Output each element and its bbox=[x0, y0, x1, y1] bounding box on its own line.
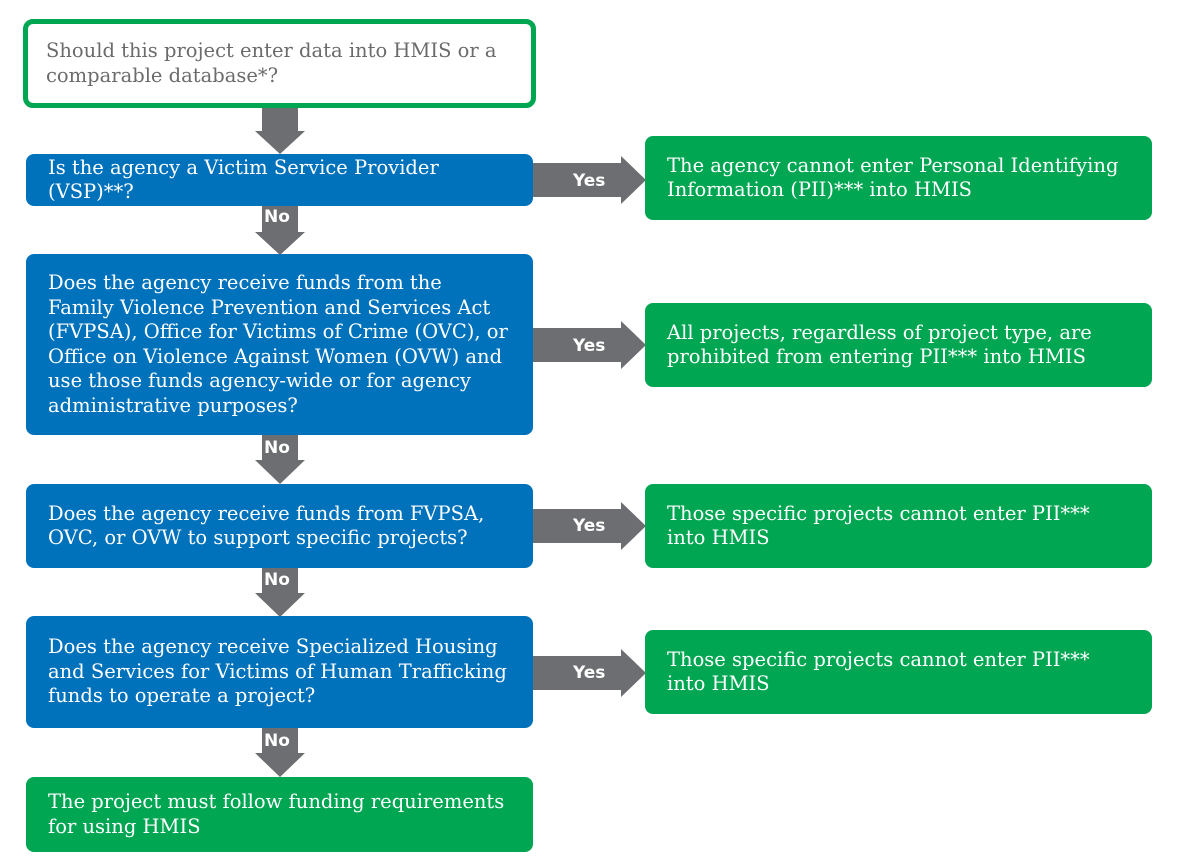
question-vsp-box: Is the agency a Victim Service Provider … bbox=[26, 154, 533, 206]
start-question-box: Should this project enter data into HMIS… bbox=[23, 19, 536, 108]
answer-funds-agency-wide-box: All projects, regardless of project type… bbox=[645, 303, 1152, 387]
down-arrow bbox=[255, 567, 305, 617]
right-arrow bbox=[532, 156, 646, 204]
right-arrow bbox=[532, 321, 646, 369]
final-outcome-box: The project must follow funding requirem… bbox=[26, 777, 533, 852]
answer-trafficking-box: Those specific projects cannot enter PII… bbox=[645, 630, 1152, 714]
yes-label: Yes bbox=[573, 663, 606, 683]
answer-vsp-box: The agency cannot enter Personal Identif… bbox=[645, 136, 1152, 220]
down-arrow bbox=[255, 106, 305, 154]
no-label: No bbox=[264, 207, 290, 227]
question-funds-agency-wide-box: Does the agency receive funds from the F… bbox=[26, 254, 533, 435]
no-label: No bbox=[264, 438, 290, 458]
question-trafficking-text: Does the agency receive Specialized Hous… bbox=[48, 635, 507, 708]
no-label: No bbox=[264, 570, 290, 590]
start-question-text: Should this project enter data into HMIS… bbox=[46, 39, 497, 87]
yes-label: Yes bbox=[573, 171, 606, 191]
question-specific-projects-text: Does the agency receive funds from FVPSA… bbox=[48, 501, 485, 550]
answer-trafficking-text: Those specific projects cannot enter PII… bbox=[667, 647, 1090, 696]
question-trafficking-box: Does the agency receive Specialized Hous… bbox=[26, 616, 533, 728]
right-arrow bbox=[532, 649, 646, 697]
final-outcome-text: The project must follow funding requirem… bbox=[48, 790, 505, 838]
down-arrow bbox=[255, 727, 305, 777]
no-label: No bbox=[264, 731, 290, 751]
question-funds-agency-wide-text: Does the agency receive funds from the F… bbox=[48, 271, 508, 417]
yes-label: Yes bbox=[573, 516, 606, 536]
right-arrow bbox=[532, 502, 646, 550]
question-specific-projects-box: Does the agency receive funds from FVPSA… bbox=[26, 484, 533, 568]
question-vsp-text: Is the agency a Victim Service Provider … bbox=[48, 155, 439, 204]
answer-vsp-text: The agency cannot enter Personal Identif… bbox=[667, 153, 1119, 202]
answer-specific-projects-box: Those specific projects cannot enter PII… bbox=[645, 484, 1152, 568]
answer-funds-agency-wide-text: All projects, regardless of project type… bbox=[667, 320, 1092, 369]
down-arrow bbox=[255, 205, 305, 255]
yes-label: Yes bbox=[573, 336, 606, 356]
answer-specific-projects-text: Those specific projects cannot enter PII… bbox=[667, 501, 1090, 550]
down-arrow bbox=[255, 434, 305, 484]
